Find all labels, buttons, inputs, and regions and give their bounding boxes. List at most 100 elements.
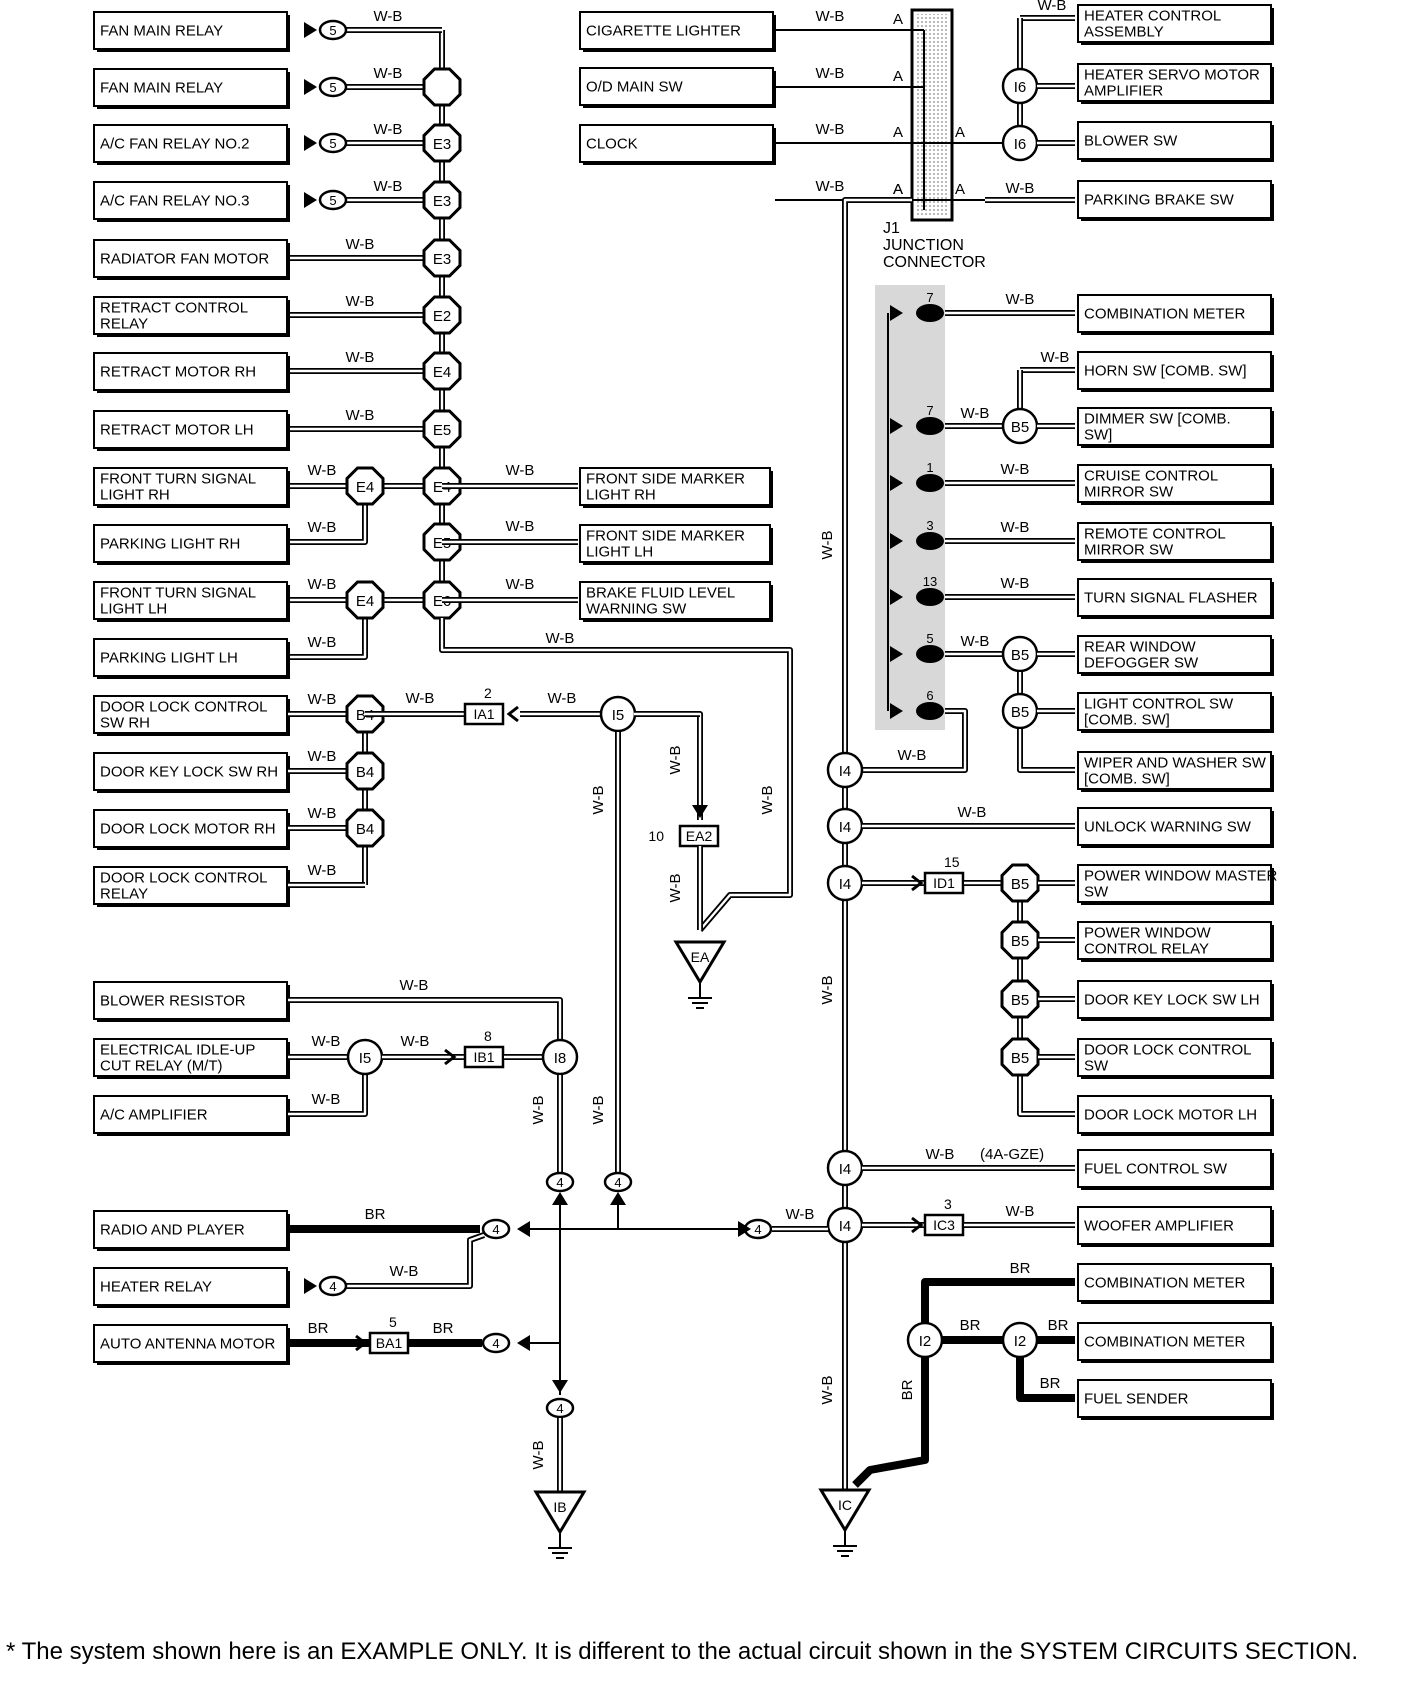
component-box-label: FUEL SENDER bbox=[1084, 1391, 1189, 1408]
wire-color-label: W-B bbox=[506, 462, 535, 479]
wire-color-label-vertical: W-B bbox=[759, 786, 776, 815]
splice-point-i5 bbox=[826, 751, 864, 789]
wire-color-label: W-B bbox=[346, 236, 375, 253]
wire-color-label: W-B bbox=[1001, 519, 1030, 536]
component-box bbox=[93, 752, 288, 791]
component-box-label: COMBINATION METER bbox=[1084, 1275, 1246, 1292]
connector-pin: 5 bbox=[389, 1314, 397, 1330]
junction-block-label: 3D bbox=[923, 536, 937, 548]
wire-color-label-vertical: W-B bbox=[530, 1096, 547, 1125]
component-box bbox=[1077, 751, 1272, 790]
wire-color-label: BR bbox=[960, 1317, 981, 1334]
component-box bbox=[93, 1095, 288, 1134]
splice-label: E4 bbox=[433, 364, 451, 381]
wire-color-label: W-B bbox=[374, 8, 403, 25]
splice-label: I4 bbox=[839, 763, 852, 780]
junction-block-pin: 5 bbox=[926, 631, 933, 646]
wire-color-label: W-B bbox=[308, 862, 337, 879]
splice-point bbox=[422, 67, 462, 107]
junction-block-pin: 1 bbox=[926, 460, 933, 475]
component-box-label: DIMMER SW [COMB.SW] bbox=[1084, 411, 1231, 444]
wire-core bbox=[1018, 883, 1075, 1116]
wire-color-label: W-B bbox=[1006, 1203, 1035, 1220]
component-box bbox=[1077, 121, 1272, 160]
component-box bbox=[93, 352, 288, 391]
connector-label: 4 bbox=[329, 1279, 336, 1294]
splice-label: I6 bbox=[1014, 136, 1027, 153]
pin-label: A bbox=[955, 124, 965, 141]
connector-5 bbox=[318, 189, 348, 211]
component-box bbox=[93, 866, 288, 905]
arrow-icon bbox=[304, 1278, 317, 1294]
splice-label: E3 bbox=[433, 193, 451, 210]
wire-color-label-vertical: W-B bbox=[667, 874, 684, 903]
wire-color-label: W-B bbox=[308, 462, 337, 479]
component-box bbox=[1077, 635, 1272, 674]
arrow-icon bbox=[890, 418, 903, 434]
component-box-label: HEATER RELAY bbox=[100, 1279, 212, 1296]
connector-label: 4 bbox=[556, 1401, 563, 1416]
harness-connector-label: IA1 bbox=[473, 706, 494, 722]
pin-label: A bbox=[893, 181, 903, 198]
pin-label: A bbox=[893, 181, 903, 198]
wire-color-label: W-B bbox=[1001, 461, 1030, 478]
connector-label: 4 bbox=[754, 1222, 761, 1237]
splice-point-b5 bbox=[1000, 1037, 1040, 1077]
arrow-icon bbox=[890, 533, 903, 549]
arrow-icon bbox=[304, 135, 317, 151]
component-box-label: UNLOCK WARNING SW bbox=[1084, 819, 1252, 836]
junction-block-connector bbox=[916, 304, 944, 322]
component-box-label: RETRACT MOTOR LH bbox=[100, 422, 254, 439]
component-box bbox=[579, 11, 774, 50]
wire-color-label: W-B bbox=[898, 747, 927, 764]
component-box-label: DOOR LOCK MOTOR RH bbox=[100, 821, 276, 838]
component-box bbox=[1077, 1322, 1272, 1361]
connector-label: 5 bbox=[329, 23, 336, 38]
arrow-icon bbox=[890, 703, 903, 719]
splice-label: I4 bbox=[839, 1218, 852, 1235]
pin-label: A bbox=[893, 68, 903, 85]
component-box bbox=[1077, 692, 1272, 731]
component-box bbox=[1077, 407, 1272, 446]
connector-pin: 2 bbox=[484, 685, 492, 701]
component-box bbox=[1077, 180, 1272, 219]
junction-block-pin: 3 bbox=[926, 518, 933, 533]
wire-color-label: W-B bbox=[308, 748, 337, 765]
junction-connector-code: J1 bbox=[883, 220, 900, 237]
wire-color-label-vertical: W-B bbox=[530, 1441, 547, 1470]
splice-label: I4 bbox=[839, 876, 852, 893]
wire-core bbox=[288, 1057, 367, 1116]
wire-color-label-vertical: W-B bbox=[819, 1376, 836, 1405]
wire-color-label: BR bbox=[1048, 1317, 1069, 1334]
splice-point bbox=[422, 295, 462, 335]
wire-color-label: W-B bbox=[346, 407, 375, 424]
splice-label: I5 bbox=[359, 1050, 372, 1067]
junction-block-pin: 13 bbox=[923, 574, 937, 589]
component-box bbox=[93, 1210, 288, 1249]
wire-color-label-vertical: W-B bbox=[590, 786, 607, 815]
connector-4 bbox=[545, 1171, 575, 1193]
wire-color-label: W-B bbox=[786, 1206, 815, 1223]
splice-label: I5 bbox=[612, 707, 625, 724]
splice-point bbox=[345, 580, 385, 620]
wire-color-label-vertical: W-B bbox=[667, 746, 684, 775]
splice-label: B4 bbox=[356, 764, 374, 781]
splice-label: E4 bbox=[356, 593, 374, 610]
splice-label: I4 bbox=[839, 819, 852, 836]
component-box bbox=[1077, 1038, 1272, 1077]
pin-label: A bbox=[955, 181, 965, 198]
wire-core bbox=[1018, 729, 1075, 772]
component-box bbox=[1077, 1149, 1272, 1188]
chevron-right-icon bbox=[355, 1334, 368, 1352]
splice-point bbox=[345, 808, 385, 848]
wire-color-label: W-B bbox=[958, 804, 987, 821]
component-box-label: RADIO AND PLAYER bbox=[100, 1222, 245, 1239]
wire-color-label: W-B bbox=[312, 1033, 341, 1050]
